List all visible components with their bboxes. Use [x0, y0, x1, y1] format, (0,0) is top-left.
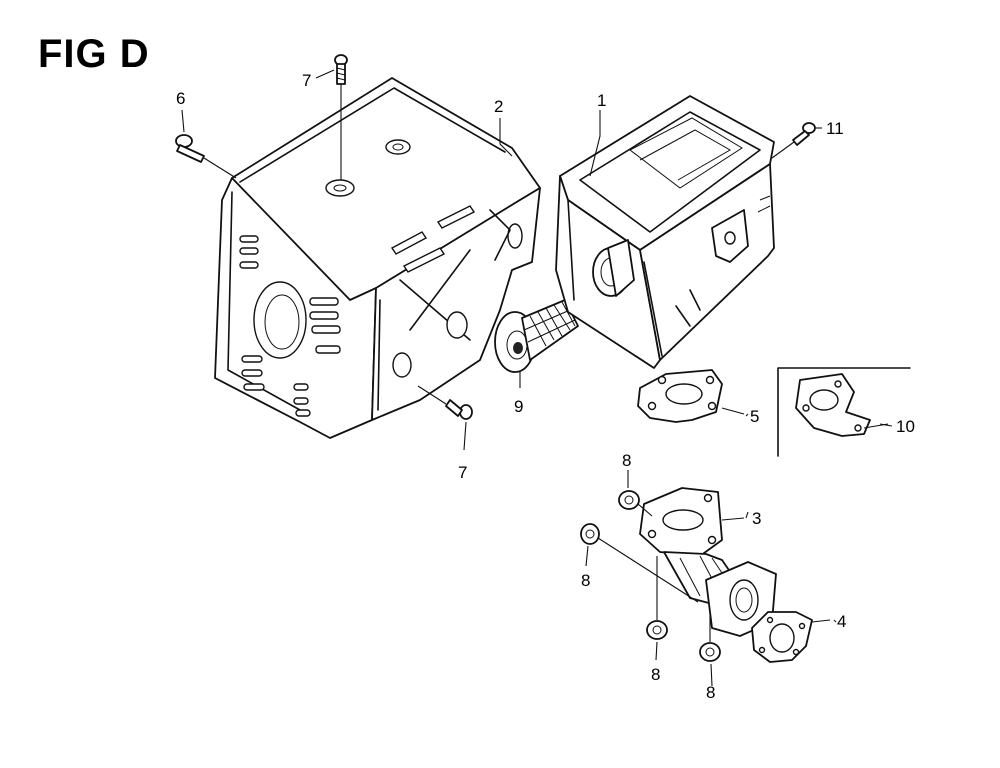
exhaust-pipe	[639, 487, 777, 637]
callout-2: 2	[494, 97, 503, 116]
muffler	[555, 95, 775, 369]
callout-8-bottom-right: 8	[706, 683, 715, 702]
callout-leaders	[181, 69, 893, 687]
callout-8-left: 8	[581, 571, 590, 590]
nut-8-bottom-left	[646, 556, 668, 640]
callout-6: 6	[176, 89, 185, 108]
callout-7-top: 7	[302, 71, 311, 90]
callout-10: 10	[896, 417, 915, 436]
screw-11	[771, 122, 816, 159]
nut-8-left	[580, 523, 699, 603]
screw-7-top	[334, 54, 348, 180]
callout-5: 5	[750, 407, 759, 426]
callout-1: 1	[597, 91, 606, 110]
gasket-4	[751, 611, 831, 663]
callout-8-bottom-left: 8	[651, 665, 660, 684]
callout-3: 3	[752, 509, 761, 528]
nut-8-top	[618, 490, 653, 517]
figure-title: FIG D	[38, 32, 150, 76]
callout-9: 9	[514, 397, 523, 416]
callout-11: 11	[826, 119, 844, 138]
gasket-10-box	[777, 367, 911, 457]
bolt-6	[175, 134, 237, 179]
nut-8-bottom-right	[699, 614, 721, 662]
gasket-5	[637, 369, 745, 423]
callout-7-bottom: 7	[458, 463, 467, 482]
muffler-protector	[214, 77, 541, 439]
callout-8-top: 8	[622, 451, 631, 470]
callout-4: 4	[837, 612, 846, 631]
spark-arrester	[494, 299, 579, 388]
screw-7-bottom	[417, 385, 473, 420]
